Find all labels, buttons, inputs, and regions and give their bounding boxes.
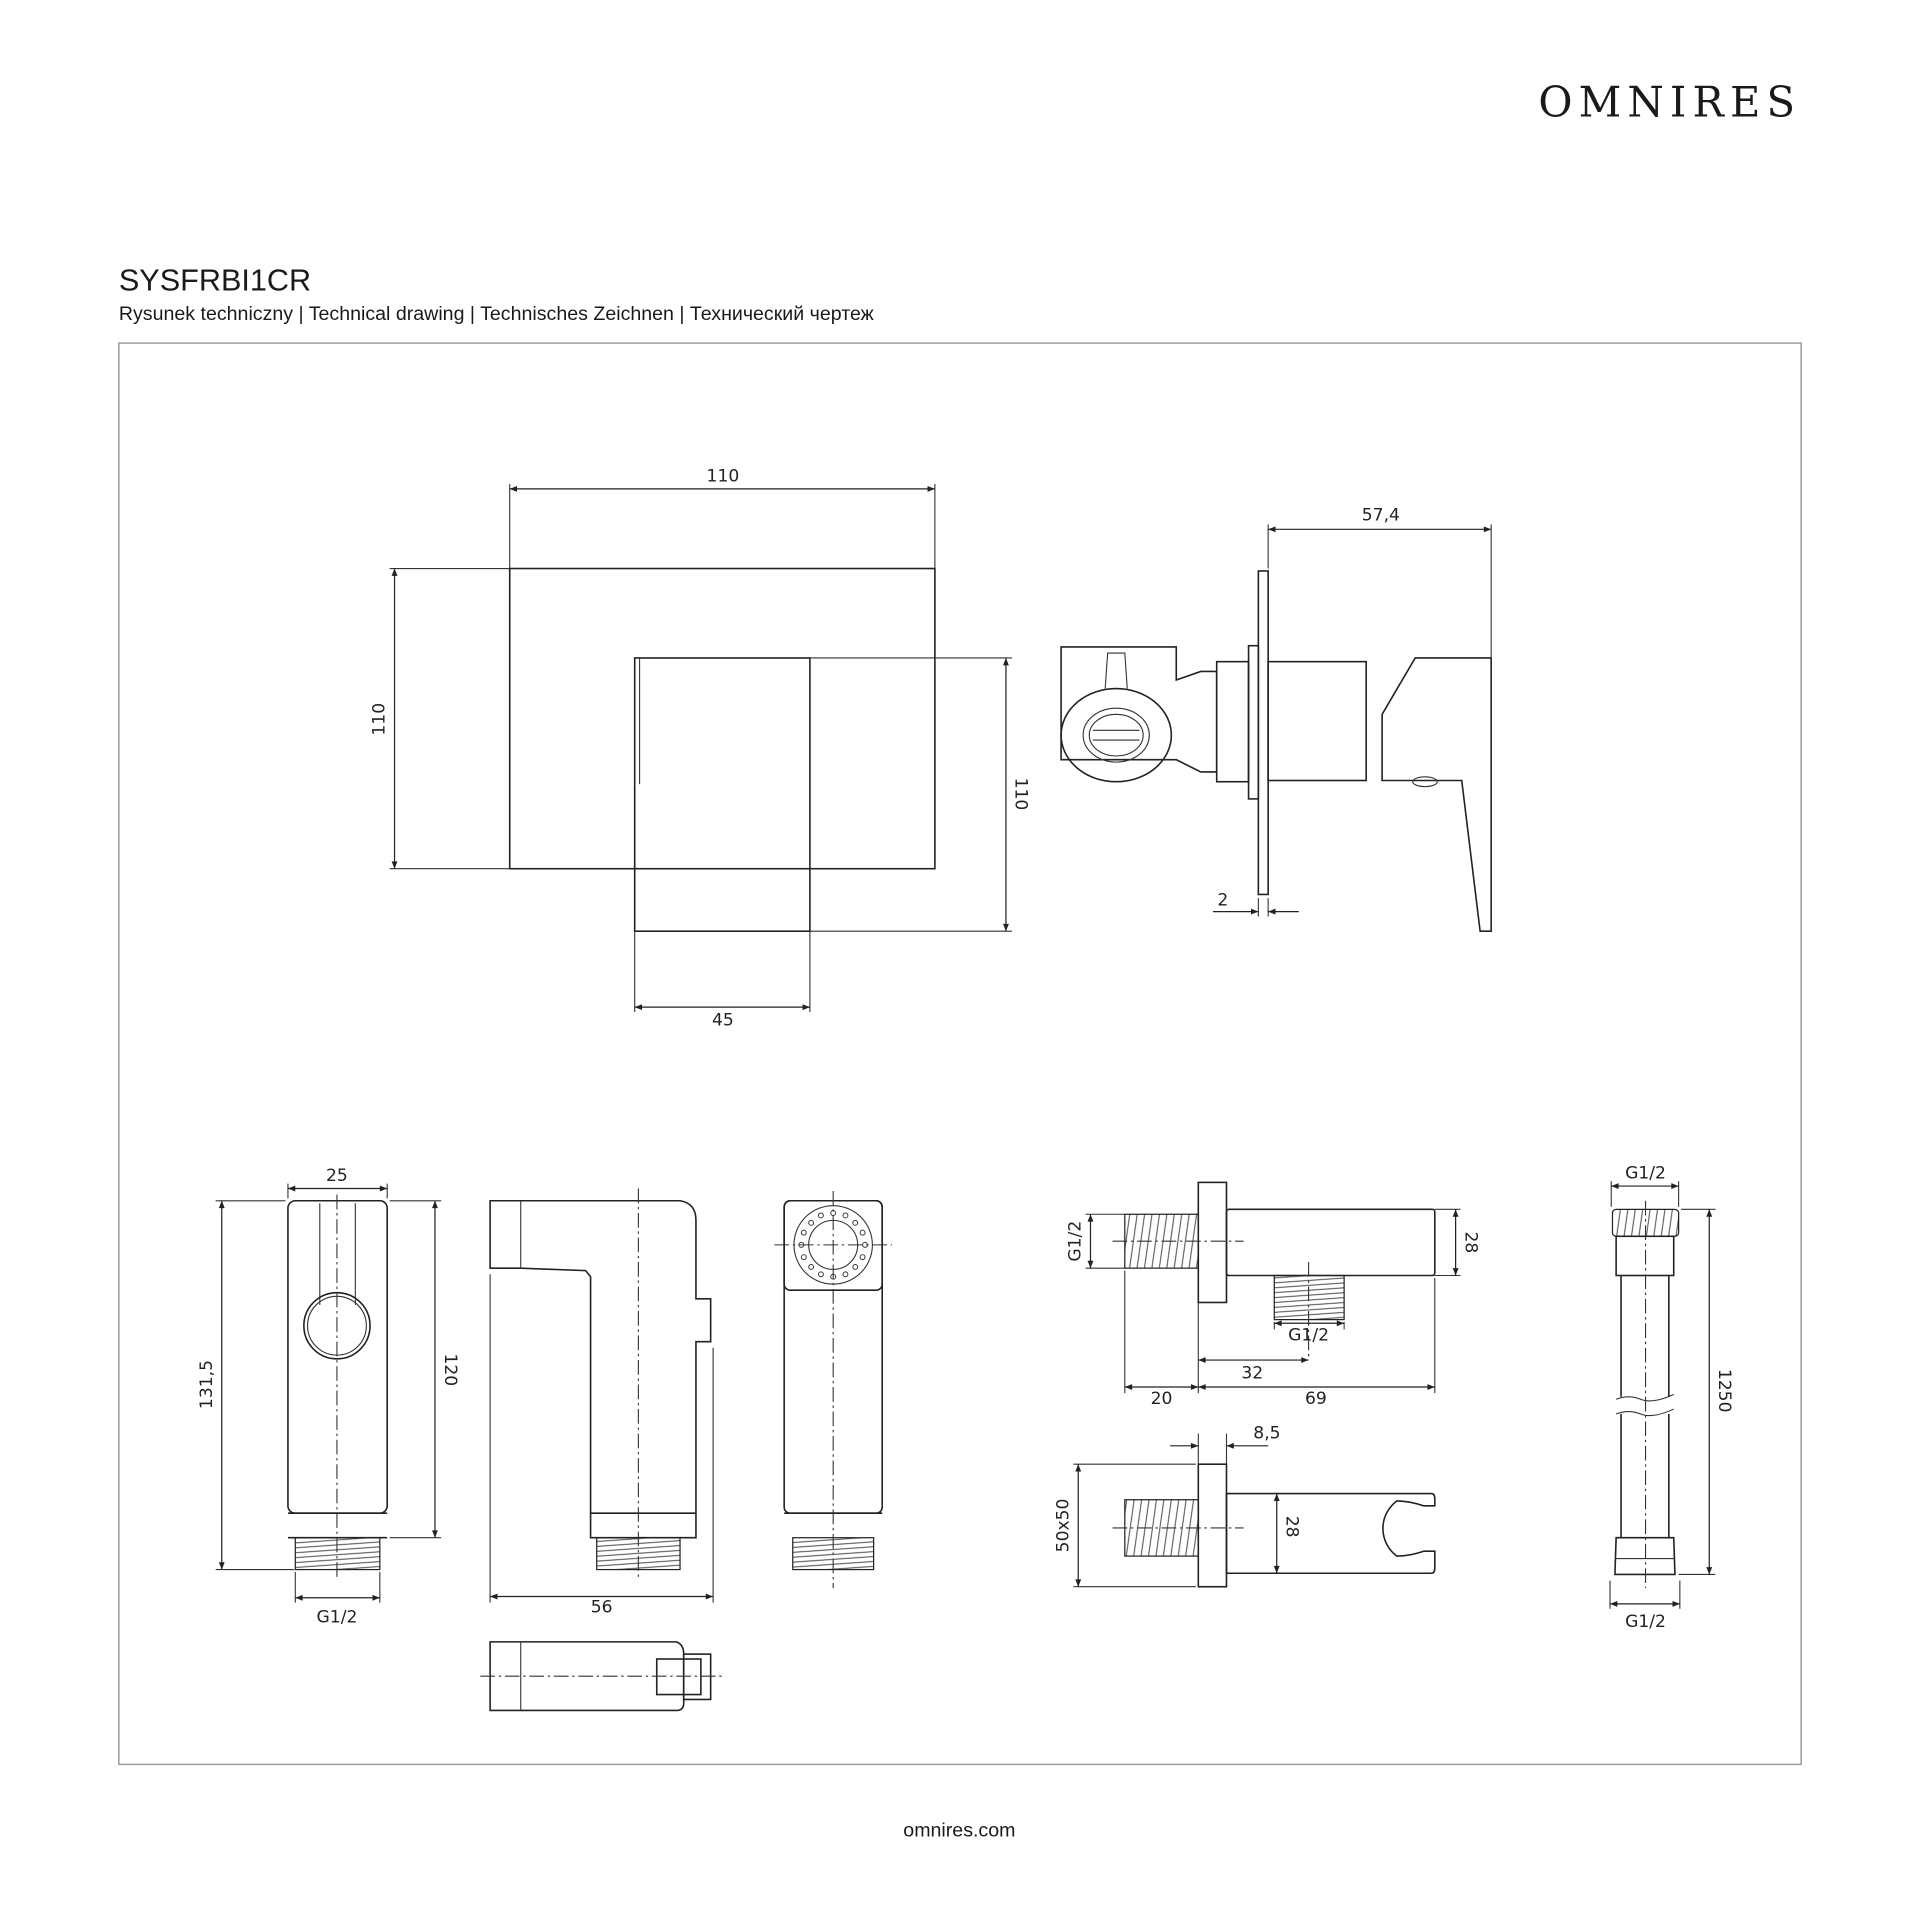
omnires-logo: OMNIRES: [1538, 77, 1801, 126]
dim-bracket-height: 28: [1282, 1516, 1302, 1538]
dim-handset-side-width: 56: [591, 1597, 613, 1617]
dim-handle-height: 110: [1011, 778, 1031, 811]
dim-plate-thickness: 2: [1217, 890, 1228, 910]
dim-outlet-offset: 32: [1241, 1363, 1263, 1383]
dim-outlet-inlet-thread: G1/2: [1066, 1221, 1086, 1262]
dim-hose-bottom-thread: G1/2: [1625, 1612, 1666, 1632]
product-code: SYSFRBI1CR: [119, 263, 311, 297]
mixer-front-view: 110 110 110 45: [370, 467, 1031, 1031]
dim-hose-length: 1250: [1714, 1369, 1734, 1413]
bracket-view: 8,5 50x50 28: [1053, 1423, 1436, 1588]
dim-outlet-height: 28: [1460, 1232, 1480, 1254]
dim-bracket-flange-size: 50x50: [1053, 1499, 1073, 1553]
wall-outlet-view: G1/2 28 G1/2 32 20 69: [1066, 1181, 1480, 1409]
dim-outlet-outlet-thread: G1/2: [1288, 1325, 1329, 1345]
dim-handle-width: 45: [712, 1011, 734, 1031]
footer-website[interactable]: omnires.com: [903, 1820, 1015, 1842]
dim-hose-top-thread: G1/2: [1625, 1164, 1666, 1184]
dim-handset-thread: G1/2: [317, 1607, 358, 1627]
dim-handset-total-height: 131,5: [197, 1360, 217, 1409]
dim-handset-width: 25: [326, 1166, 348, 1186]
page-subtitle: Rysunek techniczny | Technical drawing |…: [119, 303, 875, 325]
dim-mixer-depth: 57,4: [1362, 506, 1400, 526]
dim-handset-body-height: 120: [440, 1353, 460, 1386]
handset-front-view: 25 131,5 120 G1/2: [197, 1166, 460, 1627]
dim-outlet-length: 69: [1305, 1389, 1327, 1409]
handset-side-view: 56: [489, 1188, 714, 1617]
dim-outlet-thread-length: 20: [1151, 1389, 1173, 1409]
drawing-frame: [118, 342, 1802, 1766]
dim-mixer-height: 110: [370, 703, 390, 736]
handset-nozzle-view: [774, 1190, 892, 1588]
dim-bracket-flange-thickness: 8,5: [1253, 1423, 1280, 1443]
dim-mixer-width: 110: [707, 467, 740, 487]
hose-view: G1/2 1250 G1/2: [1609, 1164, 1734, 1632]
handset-top-view: [480, 1641, 723, 1712]
mixer-side-view: 57,4 2: [1060, 506, 1492, 933]
